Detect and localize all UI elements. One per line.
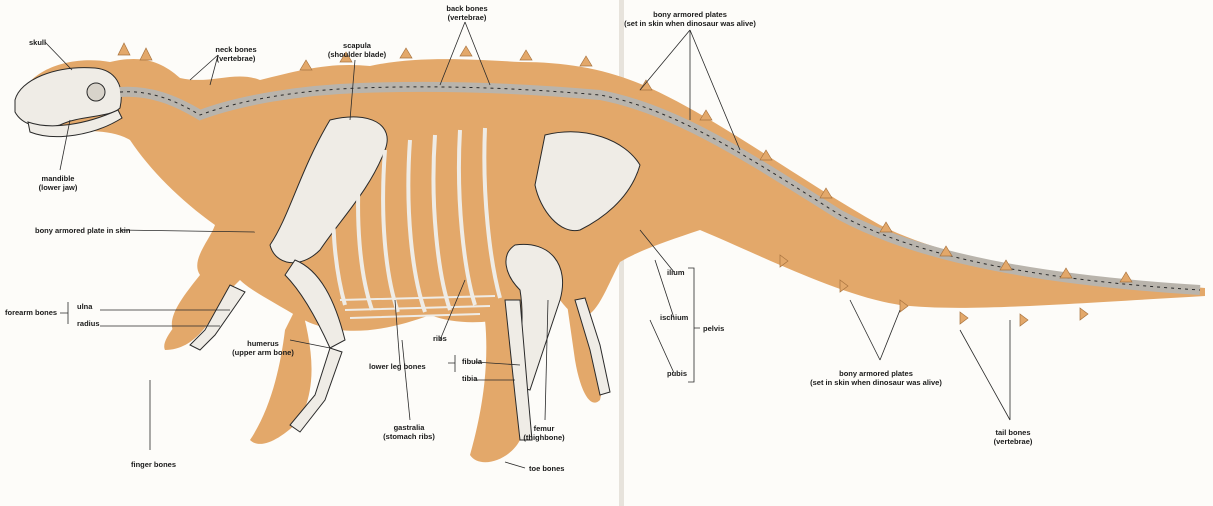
label-gastralia-text: gastralia bbox=[383, 423, 435, 432]
label-humerus-text: humerus bbox=[232, 339, 294, 348]
label-ischium: ischium bbox=[660, 313, 688, 322]
label-gastralia: gastralia (stomach ribs) bbox=[383, 423, 435, 441]
label-skull-text: skull bbox=[29, 38, 46, 47]
label-ischium-text: ischium bbox=[660, 313, 688, 322]
label-forearm-bones-text: forearm bones bbox=[5, 308, 57, 317]
label-fibula-text: fibula bbox=[462, 357, 482, 366]
label-back-bones-sub: (vertebrae) bbox=[446, 13, 487, 22]
label-neck-bones-sub: (vertebrae) bbox=[215, 54, 256, 63]
label-pubis-text: pubis bbox=[667, 369, 687, 378]
label-plates-tail-sub: (set in skin when dinosaur was alive) bbox=[810, 378, 942, 387]
label-plates-top-sub: (set in skin when dinosaur was alive) bbox=[624, 19, 756, 28]
label-plate-in-skin-text: bony armored plate in skin bbox=[35, 226, 130, 235]
label-finger-bones-text: finger bones bbox=[131, 460, 176, 469]
label-tail-bones-text: tail bones bbox=[994, 428, 1033, 437]
label-pelvis-text: pelvis bbox=[703, 324, 724, 333]
label-plates-top: bony armored plates (set in skin when di… bbox=[624, 10, 756, 28]
label-ulna-text: ulna bbox=[77, 302, 92, 311]
label-scapula: scapula (shoulder blade) bbox=[328, 41, 386, 59]
label-finger-bones: finger bones bbox=[131, 460, 176, 469]
label-femur-text: femur bbox=[523, 424, 564, 433]
label-plate-in-skin: bony armored plate in skin bbox=[35, 226, 130, 235]
label-humerus: humerus (upper arm bone) bbox=[232, 339, 294, 357]
label-skull: skull bbox=[29, 38, 46, 47]
label-neck-bones-text: neck bones bbox=[215, 45, 256, 54]
label-mandible: mandible (lower jaw) bbox=[39, 174, 78, 192]
label-mandible-sub: (lower jaw) bbox=[39, 183, 78, 192]
label-tibia-text: tibia bbox=[462, 374, 477, 383]
label-humerus-sub: (upper arm bone) bbox=[232, 348, 294, 357]
label-plates-top-text: bony armored plates bbox=[624, 10, 756, 19]
label-back-bones: back bones (vertebrae) bbox=[446, 4, 487, 22]
label-mandible-text: mandible bbox=[39, 174, 78, 183]
label-ilium-text: ilium bbox=[667, 268, 685, 277]
label-toe-bones: toe bones bbox=[529, 464, 564, 473]
label-ribs-text: ribs bbox=[433, 334, 447, 343]
label-femur-sub: (thighbone) bbox=[523, 433, 564, 442]
label-tail-bones-sub: (vertebrae) bbox=[994, 437, 1033, 446]
label-radius-text: radius bbox=[77, 319, 100, 328]
label-toe-bones-text: toe bones bbox=[529, 464, 564, 473]
label-scapula-sub: (shoulder blade) bbox=[328, 50, 386, 59]
label-neck-bones: neck bones (vertebrae) bbox=[215, 45, 256, 63]
label-lower-leg-bones: lower leg bones bbox=[369, 362, 426, 371]
label-femur: femur (thighbone) bbox=[523, 424, 564, 442]
label-ulna: ulna bbox=[77, 302, 92, 311]
label-pubis: pubis bbox=[667, 369, 687, 378]
label-back-bones-text: back bones bbox=[446, 4, 487, 13]
eye-socket bbox=[87, 83, 105, 101]
label-tail-bones: tail bones (vertebrae) bbox=[994, 428, 1033, 446]
label-scapula-text: scapula bbox=[328, 41, 386, 50]
label-tibia: tibia bbox=[462, 374, 477, 383]
label-fibula: fibula bbox=[462, 357, 482, 366]
label-forearm-bones: forearm bones bbox=[5, 308, 57, 317]
label-radius: radius bbox=[77, 319, 100, 328]
label-ilium: ilium bbox=[667, 268, 685, 277]
label-plates-tail: bony armored plates (set in skin when di… bbox=[810, 369, 942, 387]
label-pelvis: pelvis bbox=[703, 324, 724, 333]
label-lower-leg-bones-text: lower leg bones bbox=[369, 362, 426, 371]
label-plates-tail-text: bony armored plates bbox=[810, 369, 942, 378]
label-ribs: ribs bbox=[433, 334, 447, 343]
label-gastralia-sub: (stomach ribs) bbox=[383, 432, 435, 441]
